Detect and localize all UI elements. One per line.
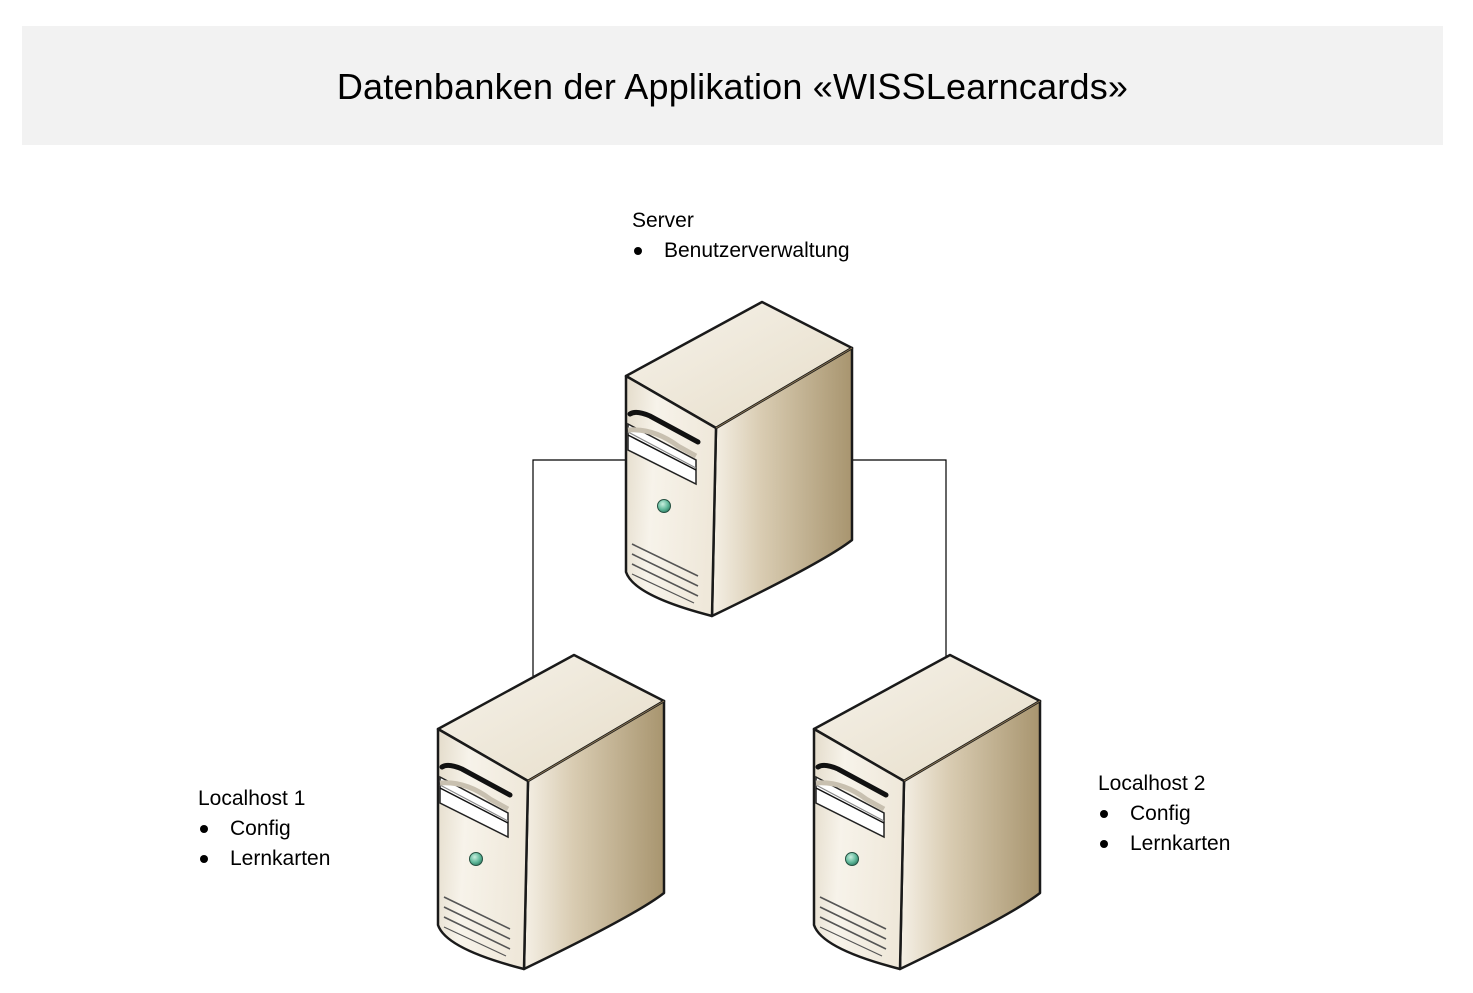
list-item: Lernkarten	[1098, 829, 1230, 859]
server-item-text: Benutzerverwaltung	[664, 239, 850, 262]
list-item: Lernkarten	[198, 844, 330, 874]
list-item: Config	[1098, 799, 1230, 829]
diagram-title: Datenbanken der Applikation «WISSLearnca…	[336, 65, 1129, 107]
localhost2-name: Localhost 2	[1098, 772, 1206, 795]
connector-server-localhost2	[853, 459, 947, 656]
server-item-list: Benutzerverwaltung	[632, 236, 850, 266]
localhost1-item-text: Lernkarten	[230, 847, 331, 870]
localhost1-item-text: Config	[230, 817, 291, 840]
localhost2-label: Localhost 2 Config Lernkarten	[1098, 769, 1230, 859]
bullet-icon	[1100, 810, 1108, 818]
server-tower-icon	[624, 300, 854, 620]
bullet-icon	[634, 247, 642, 255]
title-banner: Datenbanken der Applikation «WISSLearnca…	[22, 26, 1443, 145]
list-item: Config	[198, 814, 330, 844]
bullet-icon	[200, 825, 208, 833]
server-name: Server	[632, 209, 694, 232]
localhost2-item-list: Config Lernkarten	[1098, 799, 1230, 859]
localhost1-tower-icon	[436, 653, 666, 973]
localhost2-item-text: Lernkarten	[1130, 832, 1231, 855]
server-label: Server Benutzerverwaltung	[632, 206, 850, 266]
localhost1-item-list: Config Lernkarten	[198, 814, 330, 874]
localhost2-item-text: Config	[1130, 802, 1191, 825]
bullet-icon	[1100, 840, 1108, 848]
list-item: Benutzerverwaltung	[632, 236, 850, 266]
localhost2-tower-icon	[812, 653, 1042, 973]
localhost1-name: Localhost 1	[198, 787, 306, 810]
localhost1-label: Localhost 1 Config Lernkarten	[198, 784, 330, 874]
bullet-icon	[200, 855, 208, 863]
connector-server-localhost1	[532, 459, 625, 676]
